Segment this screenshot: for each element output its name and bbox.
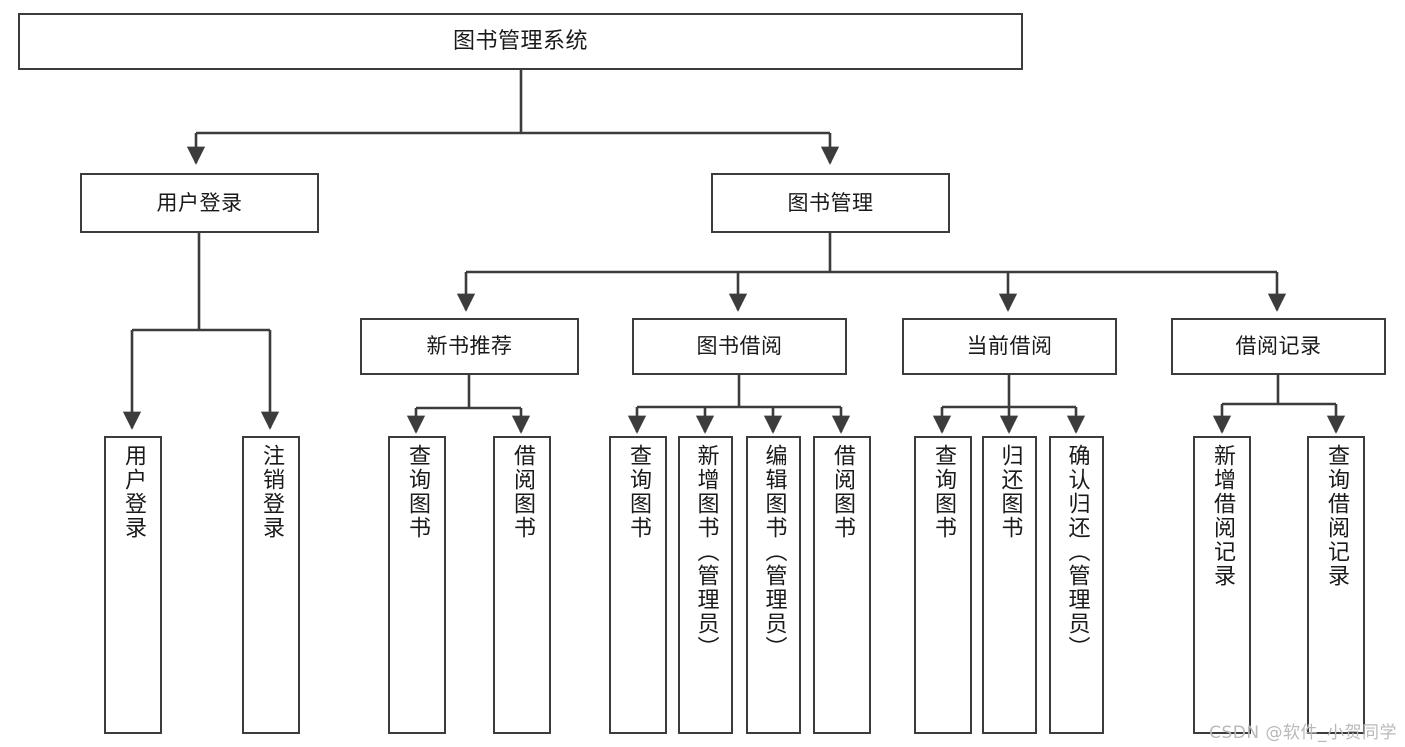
node-label: 借阅记录 [1235,334,1322,359]
csdn-watermark: CSDN @软件_小贺同学 [1209,723,1397,743]
node-root-system[interactable]: 图书管理系统 [18,13,1023,70]
node-label: 借阅图书 [510,444,535,540]
node-book-management[interactable]: 图书管理 [711,173,950,233]
node-label: 图书管理系统 [452,28,588,54]
node-leaf-borrow-book-1[interactable]: 借阅图书 [493,436,551,734]
node-leaf-add-record[interactable]: 新增借阅记录 [1193,436,1251,734]
node-leaf-logout-login[interactable]: 注销登录 [242,436,300,734]
node-leaf-query-book-1[interactable]: 查询图书 [388,436,446,734]
node-leaf-query-book-3[interactable]: 查询图书 [914,436,972,734]
node-label: 新书推荐 [426,334,513,359]
node-leaf-query-record[interactable]: 查询借阅记录 [1307,436,1365,734]
node-label: 查询图书 [931,444,956,540]
node-label: 用户登录 [121,444,146,540]
node-user-login[interactable]: 用户登录 [80,173,319,233]
node-leaf-add-book[interactable]: 新增图书（管理员） [678,436,733,734]
node-label: 查询借阅记录 [1324,444,1349,588]
node-leaf-user-login[interactable]: 用户登录 [104,436,162,734]
node-leaf-query-book-2[interactable]: 查询图书 [609,436,667,734]
node-label: 用户登录 [156,190,243,215]
node-label: 查询图书 [626,444,651,540]
node-label: 查询图书 [405,444,430,540]
node-label: 新增图书（管理员） [693,444,719,660]
node-label: 注销登录 [259,444,284,540]
node-label: 图书管理 [787,190,874,215]
node-borrow-record[interactable]: 借阅记录 [1171,318,1386,375]
node-label: 编辑图书（管理员） [761,444,787,660]
node-label: 确认归还（管理员） [1064,444,1090,660]
node-leaf-return-book[interactable]: 归还图书 [982,436,1037,734]
node-label: 新增借阅记录 [1210,444,1235,588]
node-leaf-borrow-book-2[interactable]: 借阅图书 [813,436,871,734]
node-current-borrow[interactable]: 当前借阅 [902,318,1117,375]
node-label: 当前借阅 [966,334,1053,359]
node-label: 图书借阅 [696,334,783,359]
node-book-borrow[interactable]: 图书借阅 [632,318,847,375]
node-leaf-edit-book[interactable]: 编辑图书（管理员） [746,436,801,734]
node-label: 归还图书 [997,444,1023,540]
node-new-book-recommend[interactable]: 新书推荐 [360,318,579,375]
node-label: 借阅图书 [830,444,855,540]
node-leaf-confirm-return[interactable]: 确认归还（管理员） [1049,436,1104,734]
